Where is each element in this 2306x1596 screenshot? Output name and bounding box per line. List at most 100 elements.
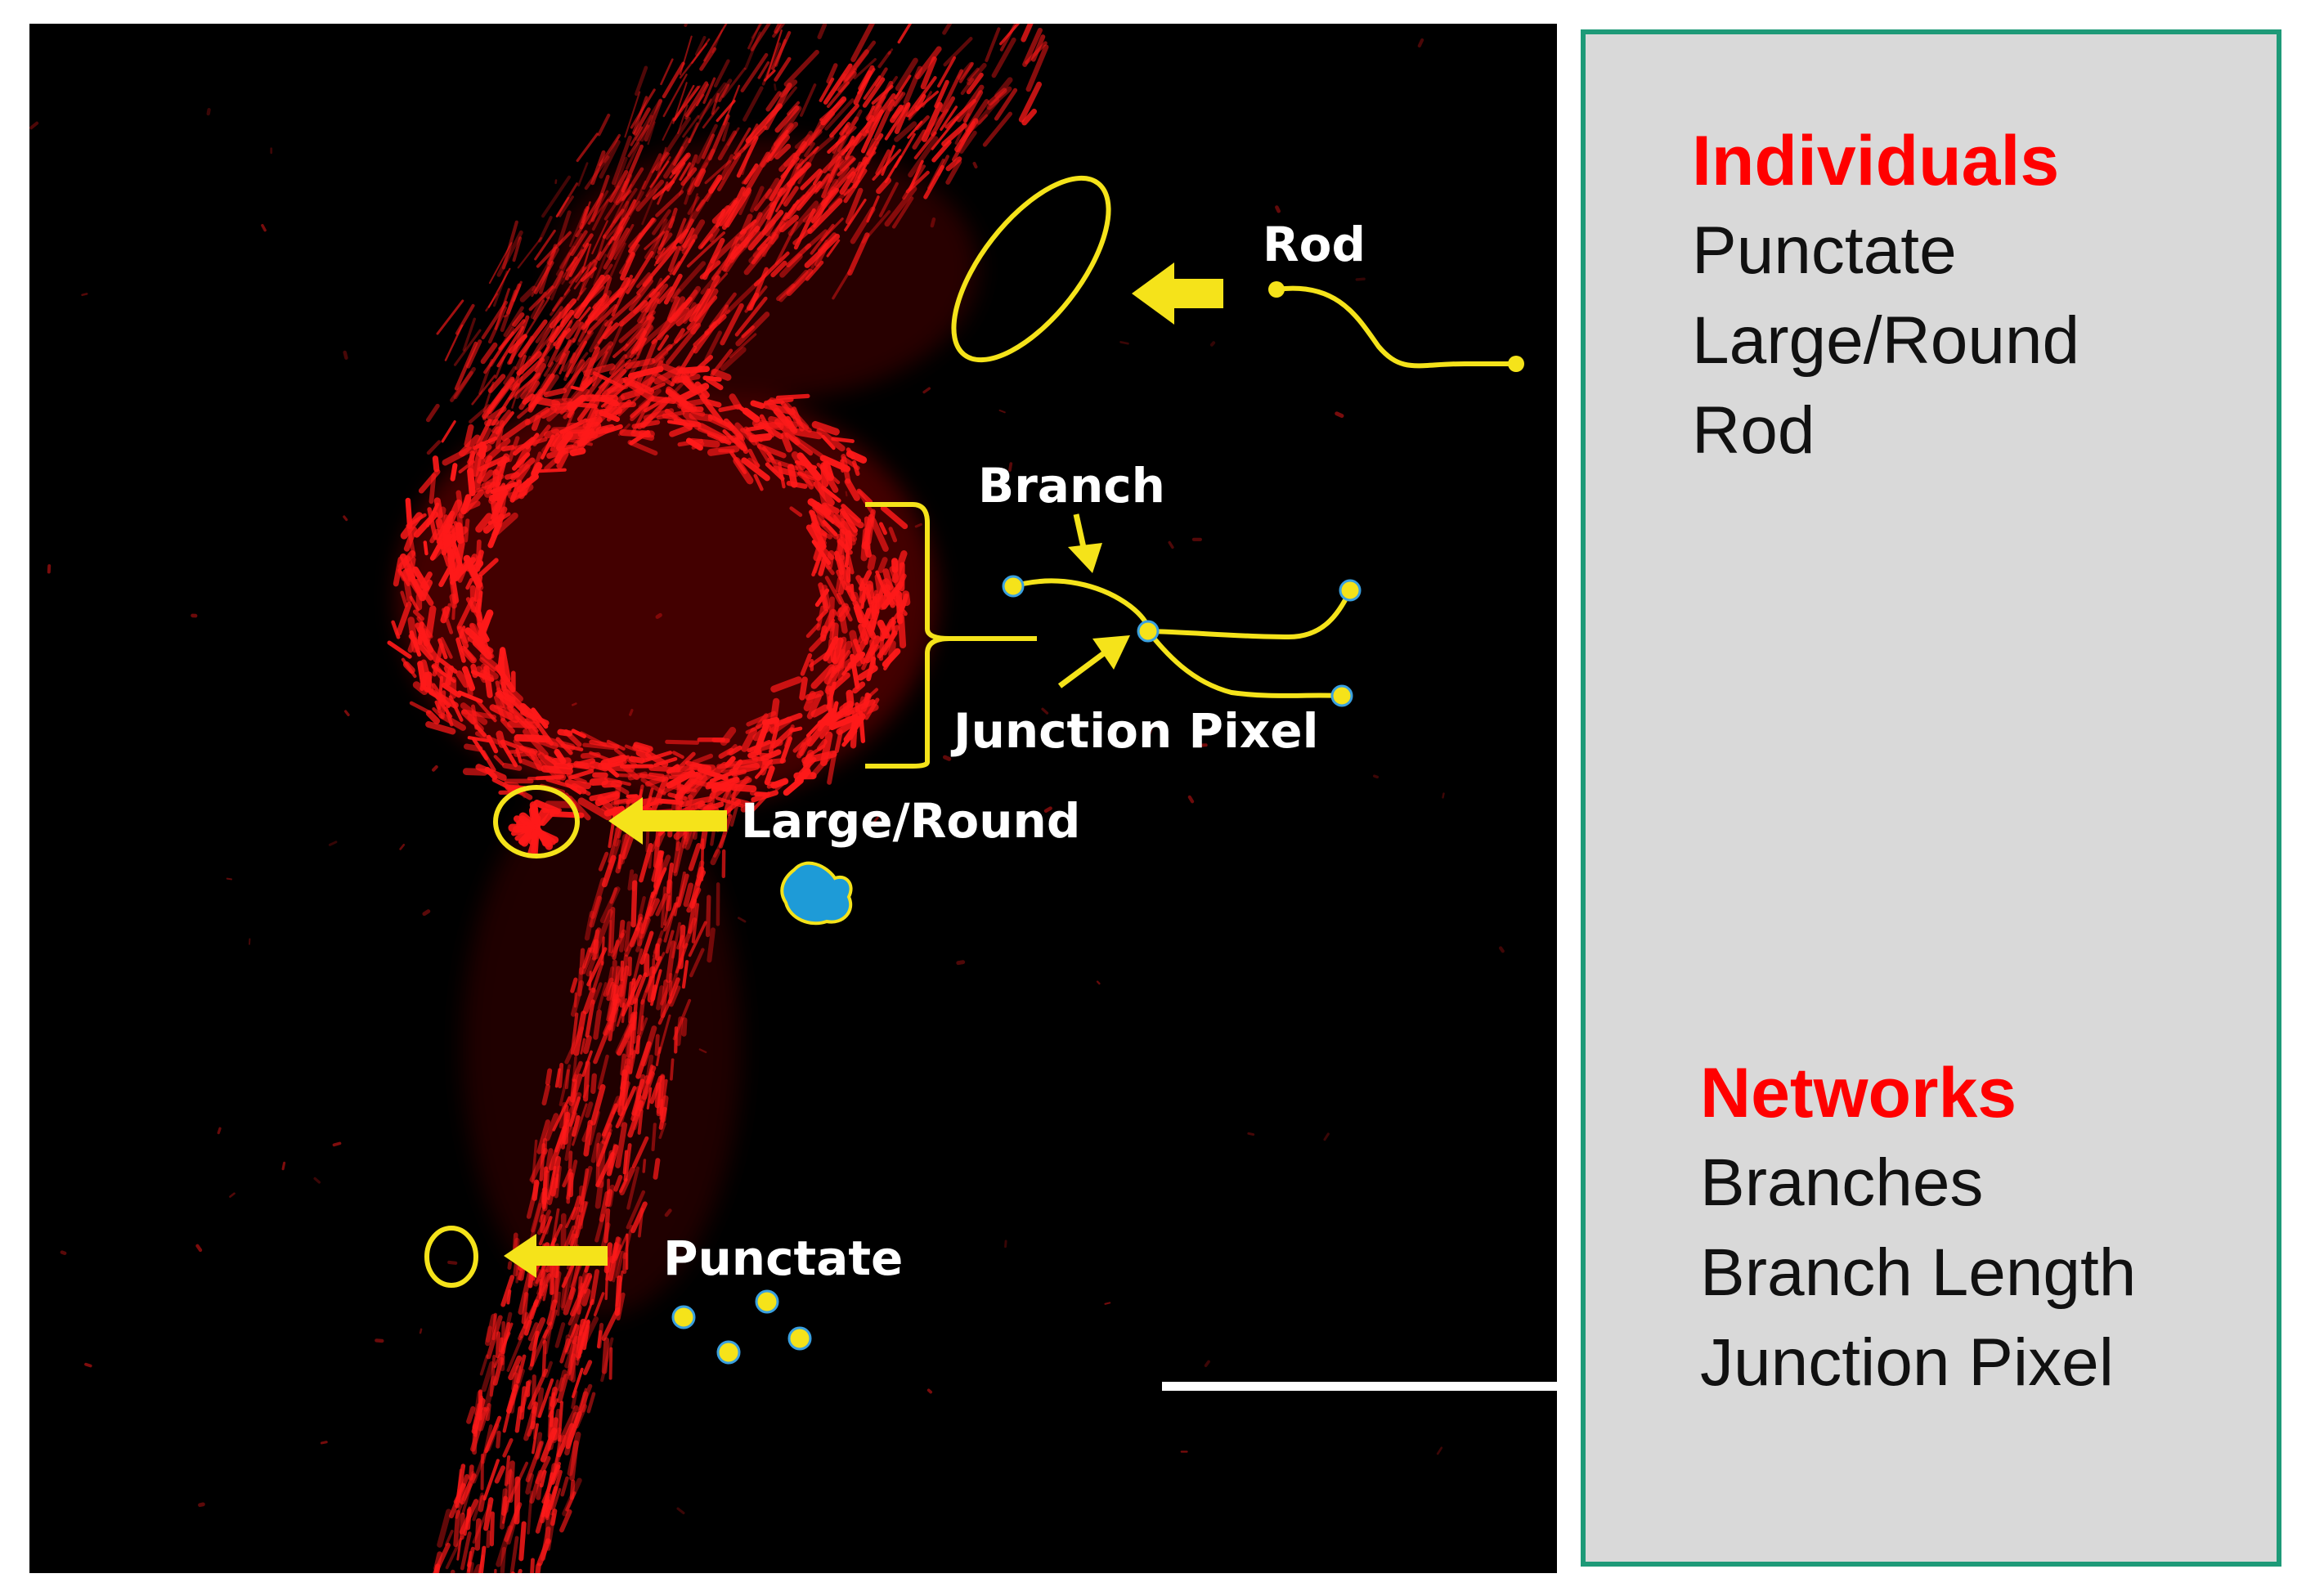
legend-item: Junction Pixel — [1700, 1325, 2114, 1400]
mitochondrion-stroke — [473, 457, 485, 490]
mitochondrion-stroke — [409, 701, 431, 715]
mitochondrion-stroke — [667, 977, 680, 1004]
mitochondrion-stroke — [839, 122, 851, 136]
mitochondrion-stroke — [650, 984, 657, 1002]
mitochondrion-stroke — [556, 451, 569, 469]
mitochondrion-stroke — [808, 649, 832, 668]
mitochondrion-stroke — [396, 601, 412, 636]
mitochondrion-stroke — [195, 1244, 203, 1253]
mitochondrion-stroke — [994, 87, 1018, 121]
mitochondrion-stroke — [501, 762, 523, 771]
mitochondrion-stroke — [564, 1126, 574, 1162]
mitochondrion-stroke — [1168, 540, 1174, 549]
mitochondrion-stroke — [419, 1328, 423, 1334]
mitochondrion-stroke — [546, 400, 569, 422]
mitochondrion-stroke — [612, 1244, 622, 1262]
mitochondrion-stroke — [616, 998, 627, 1027]
mitochondrion-stroke — [677, 104, 689, 134]
mitochondrion-stroke — [823, 63, 853, 105]
mitochondrion-stroke — [830, 701, 839, 724]
mitochondrion-stroke — [672, 85, 700, 122]
mitochondrion-stroke — [558, 1062, 564, 1088]
mitochondrion-stroke — [460, 494, 472, 515]
mitochondrion-stroke — [602, 321, 625, 368]
mitochondrion-stroke — [836, 593, 853, 622]
mitochondrion-stroke — [619, 1081, 630, 1106]
mitochondrion-stroke — [597, 1054, 609, 1090]
mitochondrion-stroke — [511, 376, 523, 409]
mitochondrion-stroke — [653, 247, 666, 267]
mitochondrion-stroke — [510, 457, 536, 481]
mitochondrion-stroke — [560, 1276, 568, 1309]
mitochondrion-stroke — [550, 1309, 558, 1329]
mitochondrion-stroke — [874, 583, 888, 603]
mitochondrion-stroke — [861, 209, 891, 244]
mitochondrion-stroke — [494, 1465, 505, 1484]
mitochondrion-stroke — [564, 1026, 585, 1065]
mitochondrion-stroke — [582, 1360, 593, 1375]
mitochondrion-stroke — [545, 1361, 553, 1379]
mitochondrion-stroke — [774, 24, 782, 34]
mitochondrion-stroke — [881, 581, 904, 610]
mitochondrion-stroke — [554, 1261, 560, 1303]
mitochondrion-stroke — [745, 103, 783, 144]
mitochondrion-stroke — [608, 226, 624, 261]
mitochondrion-stroke — [646, 1065, 654, 1083]
mitochondrion-stroke — [437, 1509, 452, 1548]
blob-icon — [780, 861, 853, 926]
mitochondrion-stroke — [555, 245, 576, 276]
mitochondrion-stroke — [593, 1292, 605, 1317]
mitochondrion-stroke — [562, 261, 574, 278]
mitochondrion-stroke — [803, 691, 816, 711]
mitochondrion-stroke — [644, 99, 662, 142]
mitochondrion-stroke — [715, 78, 733, 103]
mitochondrion-stroke — [615, 1086, 637, 1128]
mitochondrion-stroke — [615, 832, 630, 874]
mitochondrion-stroke — [671, 289, 698, 322]
mitochondrion-stroke — [783, 49, 819, 87]
mitochondrion-stroke — [841, 454, 851, 484]
mitochondrion-stroke — [635, 315, 653, 341]
mitochondrion-stroke — [608, 839, 621, 870]
mitochondrion-stroke — [478, 1554, 484, 1573]
mitochondrion-stroke — [621, 1053, 632, 1091]
mitochondrion-stroke — [538, 216, 553, 243]
mitochondrion-stroke — [567, 1343, 578, 1376]
mitochondrion-stroke — [630, 126, 644, 146]
mitochondrion-stroke — [569, 244, 585, 271]
mitochondrion-stroke — [545, 1113, 559, 1141]
mitochondrion-stroke — [313, 1177, 321, 1184]
mitochondrion-stroke — [912, 129, 927, 150]
mitochondrion-stroke — [829, 643, 837, 663]
mitochondrion-stroke — [765, 29, 783, 78]
scale-bar — [1162, 1382, 1557, 1391]
mitochondrion-stroke — [689, 948, 705, 978]
mitochondrion-stroke — [1436, 1446, 1443, 1455]
mitochondrion-stroke — [648, 898, 660, 917]
mitochondrion-stroke — [765, 91, 782, 112]
mitochondrion-stroke — [791, 406, 805, 432]
mitochondrion-stroke — [650, 218, 668, 258]
mitochondrion-stroke — [805, 524, 825, 551]
mitochondrion-stroke — [409, 595, 420, 612]
rod-endpoint — [1268, 281, 1285, 298]
mitochondrion-stroke — [638, 906, 653, 939]
mitochondrion-stroke — [972, 161, 978, 169]
mitochondrion-stroke — [616, 200, 630, 235]
mitochondrion-stroke — [554, 1068, 561, 1088]
mitochondrion-stroke — [655, 228, 689, 265]
mitochondrion-stroke — [1187, 795, 1195, 804]
mitochondrion-stroke — [525, 1380, 531, 1397]
mitochondrion-stroke — [514, 335, 534, 370]
mitochondrion-stroke — [644, 215, 675, 260]
mitochondrion-stroke — [635, 98, 663, 141]
mitochondrion-stroke — [880, 504, 908, 530]
mitochondrion-stroke — [765, 219, 776, 236]
mitochondrion-stroke — [671, 261, 707, 299]
mitochondrion-stroke — [711, 92, 720, 115]
mitochondrion-stroke — [444, 1530, 454, 1546]
mitochondrion-stroke — [575, 785, 591, 796]
mitochondrion-stroke — [856, 488, 873, 504]
mitochondrion-stroke — [813, 135, 835, 155]
mitochondrion-stroke — [515, 748, 523, 764]
